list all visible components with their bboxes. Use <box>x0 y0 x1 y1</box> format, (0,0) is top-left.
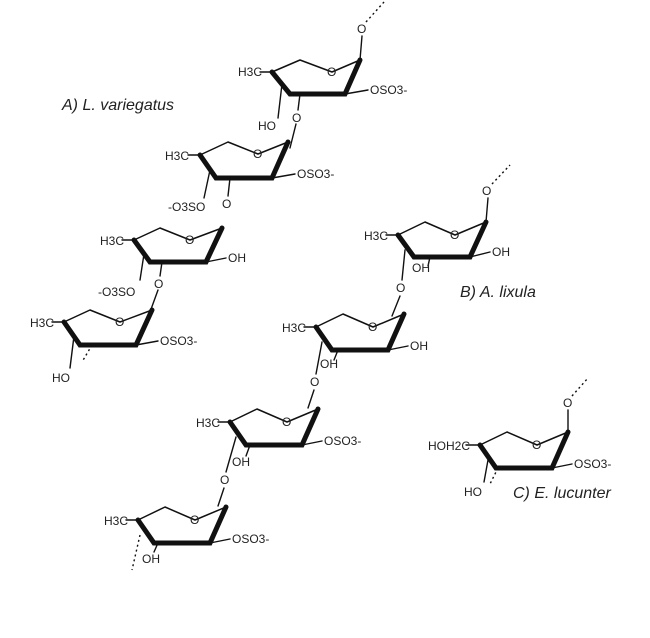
methyl-group: H3C <box>364 229 388 243</box>
hydroxyl-group: HO <box>52 371 70 385</box>
sulfate-group: OSO3- <box>574 457 611 471</box>
hydroxyl-group: OH <box>142 552 160 566</box>
sulfate-group: OSO3- <box>370 83 407 97</box>
glycosidic-oxygen: O <box>220 473 229 487</box>
caption-e-lucunter: C) E. lucunter <box>513 485 611 502</box>
ring-oxygen: O <box>368 320 377 334</box>
ring-oxygen: O <box>327 65 336 79</box>
ring-oxygen: O <box>190 513 199 527</box>
glycosidic-oxygen: O <box>357 22 366 36</box>
hydroxyl-group: HO <box>464 485 482 499</box>
ring-a4: O H3C OSO3- HO <box>30 310 197 385</box>
hydroxyl-group: OH <box>412 261 430 275</box>
sulfate-group: -O3SO <box>98 285 135 299</box>
glycosidic-oxygen: O <box>154 277 163 291</box>
hydroxyl-group: OH <box>232 455 250 469</box>
glycosidic-oxygen: O <box>482 184 491 198</box>
ring-oxygen: O <box>282 415 291 429</box>
hydroxymethyl-group: HOH2C <box>428 439 470 453</box>
ring-b3: O H3C OSO3- OH O <box>196 409 361 506</box>
methyl-group: H3C <box>100 234 124 248</box>
ring-oxygen: O <box>185 233 194 247</box>
structure-a-lixula: O H3C OH OH O O O H3C OH OH O <box>104 165 510 570</box>
ring-a1: O H3C HO OSO3- O O <box>238 2 407 148</box>
sulfate-group: -O3SO <box>168 200 205 214</box>
ring-oxygen: O <box>253 147 262 161</box>
ring-b2: O H3C OH OH O <box>282 314 428 408</box>
hydroxyl-group: HO <box>258 119 276 133</box>
hydroxyl-group: OH <box>228 251 246 265</box>
glycosidic-oxygen: O <box>222 197 231 211</box>
sulfate-group: OSO3- <box>160 334 197 348</box>
sulfate-group: OSO3- <box>232 532 269 546</box>
hydroxyl-group: OH <box>492 245 510 259</box>
methyl-group: H3C <box>238 65 262 79</box>
ring-oxygen: O <box>450 228 459 242</box>
hydroxyl-group: OH <box>410 339 428 353</box>
ring-a3: O H3C OH -O3SO O <box>98 228 246 312</box>
structure-l-variegatus: O H3C HO OSO3- O O O H3C OSO3- -O3SO <box>30 2 407 385</box>
caption-l-variegatus: A) L. variegatus <box>61 97 174 114</box>
ring-a2: O H3C OSO3- -O3SO O <box>165 142 334 214</box>
methyl-group: H3C <box>30 316 54 330</box>
glycosidic-oxygen: O <box>292 111 301 125</box>
sulfate-group: OSO3- <box>297 167 334 181</box>
methyl-group: H3C <box>282 321 306 335</box>
glycosidic-oxygen: O <box>310 375 319 389</box>
methyl-group: H3C <box>165 149 189 163</box>
ring-oxygen: O <box>115 315 124 329</box>
hydroxyl-group: OH <box>320 357 338 371</box>
caption-a-lixula: B) A. lixula <box>460 284 536 301</box>
structure-e-lucunter: O HOH2C OSO3- HO O <box>428 378 611 499</box>
ring-oxygen: O <box>532 438 541 452</box>
glycosidic-oxygen: O <box>563 396 572 410</box>
methyl-group: H3C <box>104 514 128 528</box>
sulfate-group: OSO3- <box>324 434 361 448</box>
glycosidic-oxygen: O <box>396 281 405 295</box>
ring-b4: O H3C OSO3- OH <box>104 507 269 570</box>
methyl-group: H3C <box>196 416 220 430</box>
